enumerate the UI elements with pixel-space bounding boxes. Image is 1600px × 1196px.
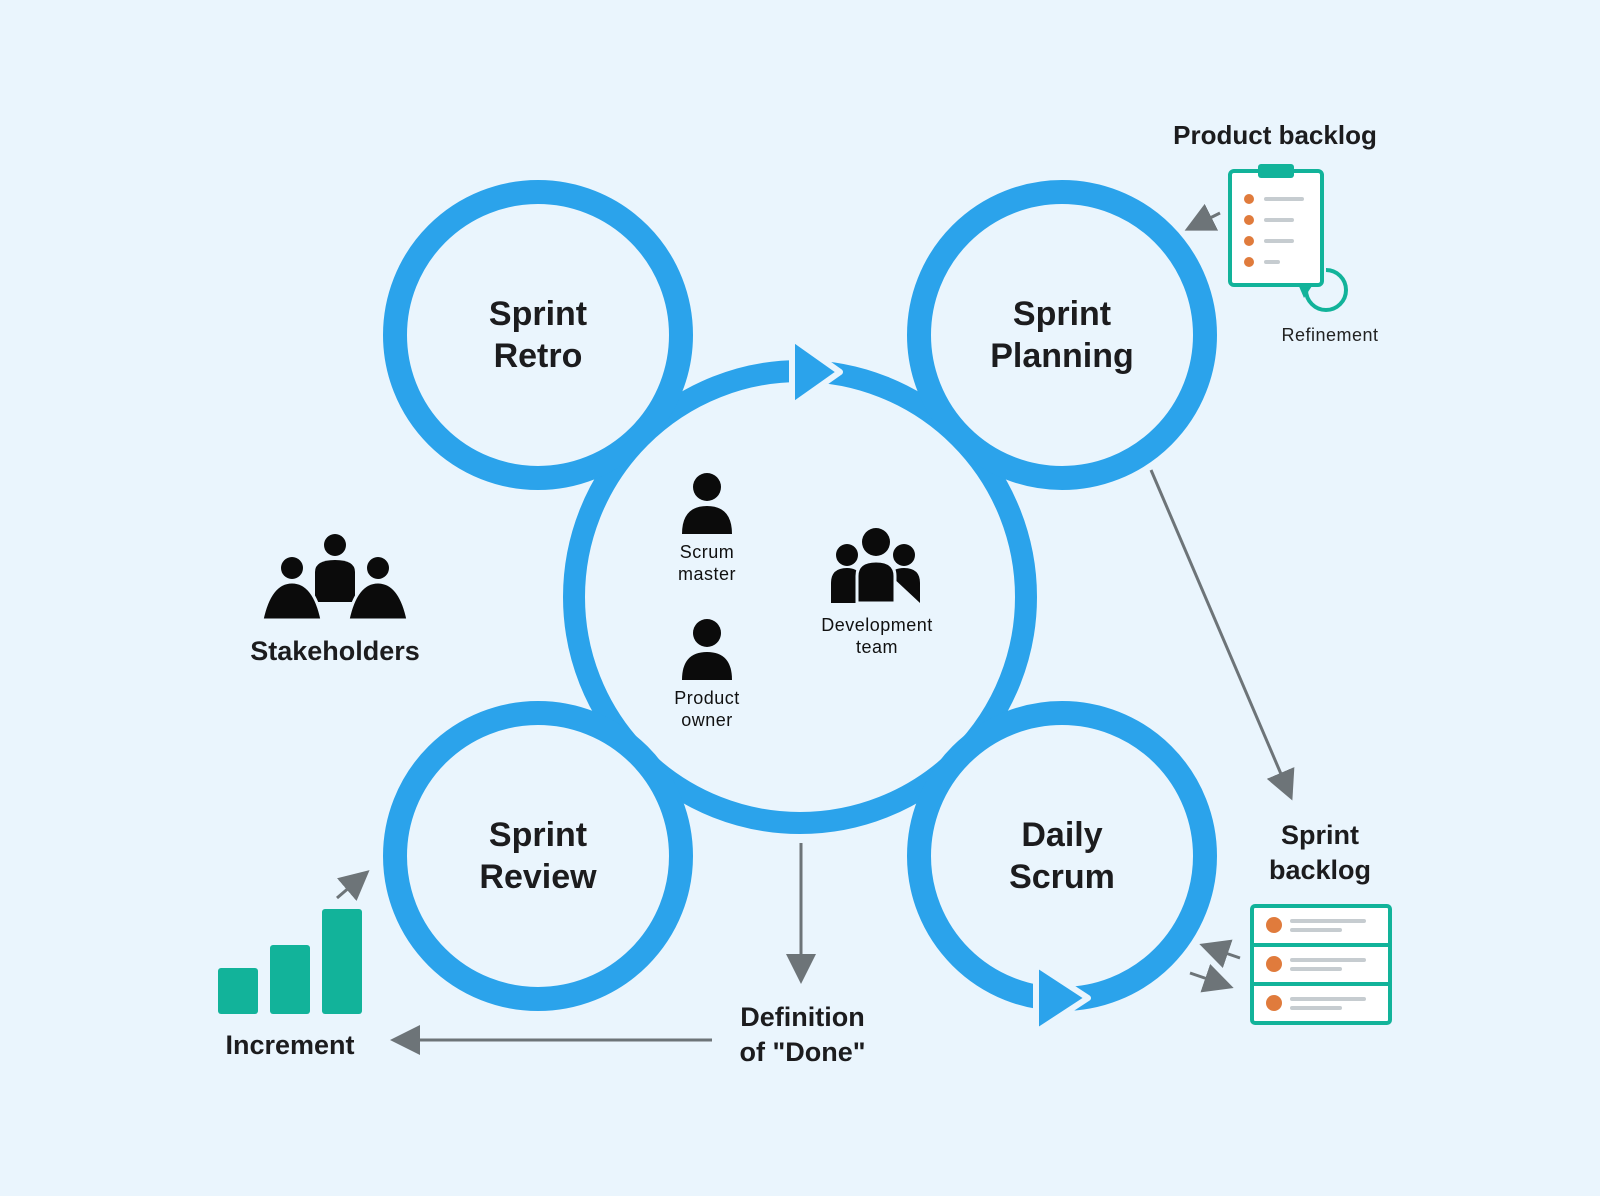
scrum-master-label: Scrum master [677,542,736,584]
sprint-retro-ring [383,180,693,490]
sprint-backlog-to-daily-arrow [1199,939,1241,968]
product-owner-icon [682,619,732,680]
refinement-icon [1298,268,1348,312]
sprint-planning-ring [907,180,1217,490]
increment-label: Increment [225,1030,355,1060]
sprint-retro-title: Sprint Retro [488,295,588,375]
daily-scrum-title: Daily Scrum [1009,816,1115,896]
planning-to-sprint-backlog-arrow [1149,469,1295,801]
increment-icon [218,909,362,1014]
daily-cycle-arrow-icon [1033,961,1091,1035]
stakeholders-icon [260,534,410,622]
product-backlog-label: Product backlog [1173,120,1377,150]
refinement-label: Refinement [1281,325,1379,345]
sprint-planning-title: Sprint Planning [990,295,1134,375]
development-team-icon [831,528,920,605]
product-backlog-icon [1228,164,1324,287]
sprint-review-title: Sprint Review [479,816,597,896]
sprint-review-ring [383,701,693,1011]
increment-to-review-arrow [336,870,370,902]
cycle-arrow-icon [789,335,843,409]
sprint-backlog-icon [1250,904,1392,1025]
sprint-backlog-label: Sprint backlog [1268,820,1372,885]
daily-to-sprint-backlog-arrow [1189,964,1234,993]
definition-of-done-label: Definition of "Done" [739,1002,866,1067]
development-team-label: Development team [821,615,933,657]
scrum-master-icon [682,473,732,534]
product-owner-label: Product owner [674,688,740,730]
stakeholders-label: Stakeholders [250,636,420,666]
backlog-to-planning-arrow [1184,203,1221,231]
